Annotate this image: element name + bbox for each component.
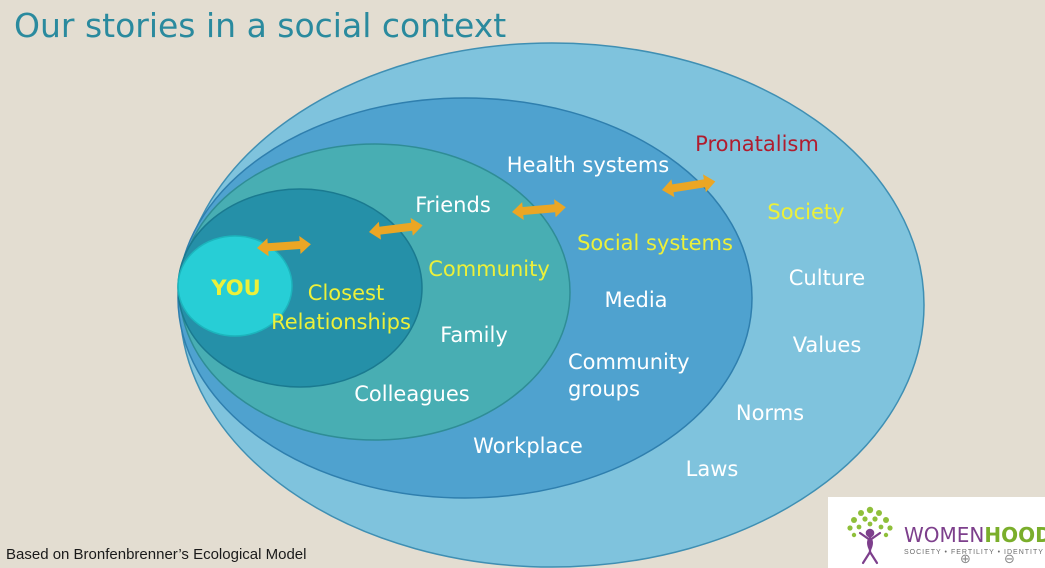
community-groups-label-line2: groups: [568, 377, 640, 401]
family-label: Family: [440, 323, 508, 347]
laws-label: Laws: [686, 457, 739, 481]
brand-wordmark: WOMENHOOD: [904, 523, 1045, 547]
pronatalism-label: Pronatalism: [695, 132, 819, 156]
brand-part-women: WOMEN: [904, 523, 985, 547]
culture-label: Culture: [789, 266, 865, 290]
closest-relationships-label-line1: Closest: [308, 281, 384, 305]
community-groups-label-line1: Community: [568, 350, 690, 374]
media-label: Media: [604, 288, 667, 312]
womenhood-logo: WOMENHOOD SOCIETY • FERTILITY • IDENTITY…: [828, 497, 1045, 568]
community-title-label: Community: [428, 257, 550, 281]
zoom-out-icon[interactable]: ⊖: [1004, 551, 1015, 566]
society-title-label: Society: [767, 200, 844, 224]
source-caption: Based on Bronfenbrenner’s Ecological Mod…: [6, 546, 307, 563]
workplace-label: Workplace: [473, 434, 583, 458]
brand-tagline: SOCIETY • FERTILITY • IDENTITY: [904, 549, 1044, 556]
brand-part-hood: HOOD: [984, 523, 1045, 547]
colleagues-label: Colleagues: [354, 382, 469, 406]
page-title: Our stories in a social context: [14, 6, 507, 45]
friends-label: Friends: [415, 193, 491, 217]
values-label: Values: [793, 333, 862, 357]
tree-figure-icon: [847, 506, 893, 565]
norms-label: Norms: [736, 401, 804, 425]
zoom-in-icon[interactable]: ⊕: [960, 551, 971, 566]
social-systems-title-label: Social systems: [577, 231, 733, 255]
you-circle: [177, 235, 293, 337]
you-label: YOU: [210, 276, 260, 300]
closest-relationships-label-line2: Relationships: [271, 310, 411, 334]
health-systems-label: Health systems: [507, 153, 670, 177]
